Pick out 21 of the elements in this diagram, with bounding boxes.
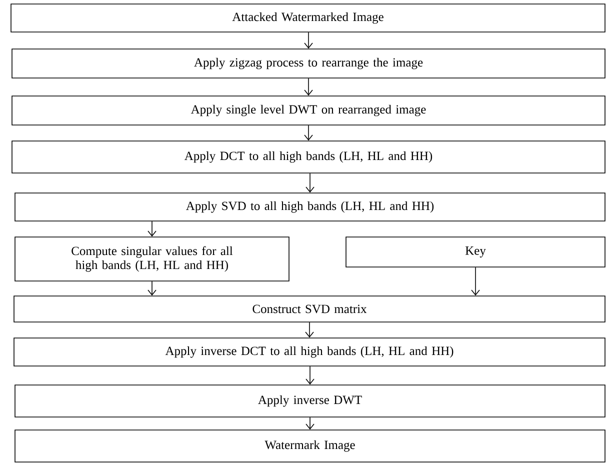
arrow: [304, 32, 313, 49]
arrow: [148, 221, 156, 237]
arrow: [304, 125, 313, 141]
process-box: Compute singular values for all high bands (LH, HL and HH): [14, 236, 290, 282]
process-box: Apply single level DWT on rearranged image: [12, 96, 606, 126]
process-box: Apply inverse DCT to all high bands (LH, HL and HH): [14, 338, 606, 366]
process-box: Apply inverse DWT: [14, 384, 606, 418]
process-box: Key: [346, 236, 606, 268]
arrow: [304, 78, 313, 96]
process-box: Attacked Watermarked Image: [10, 4, 606, 32]
process-box: Apply DCT to all high bands (LH, HL and HH): [12, 140, 606, 174]
arrow: [306, 173, 314, 193]
process-box: Watermark Image: [14, 430, 606, 462]
process-box: Apply zigzag process to rearrange the image: [12, 48, 606, 78]
arrow: [471, 267, 480, 296]
arrow: [305, 322, 314, 338]
arrow: [148, 281, 156, 296]
arrow: [306, 366, 314, 385]
process-box: Construct SVD matrix: [14, 296, 606, 322]
arrow: [306, 417, 314, 430]
process-box: Apply SVD to all high bands (LH, HL and HH): [14, 192, 606, 222]
